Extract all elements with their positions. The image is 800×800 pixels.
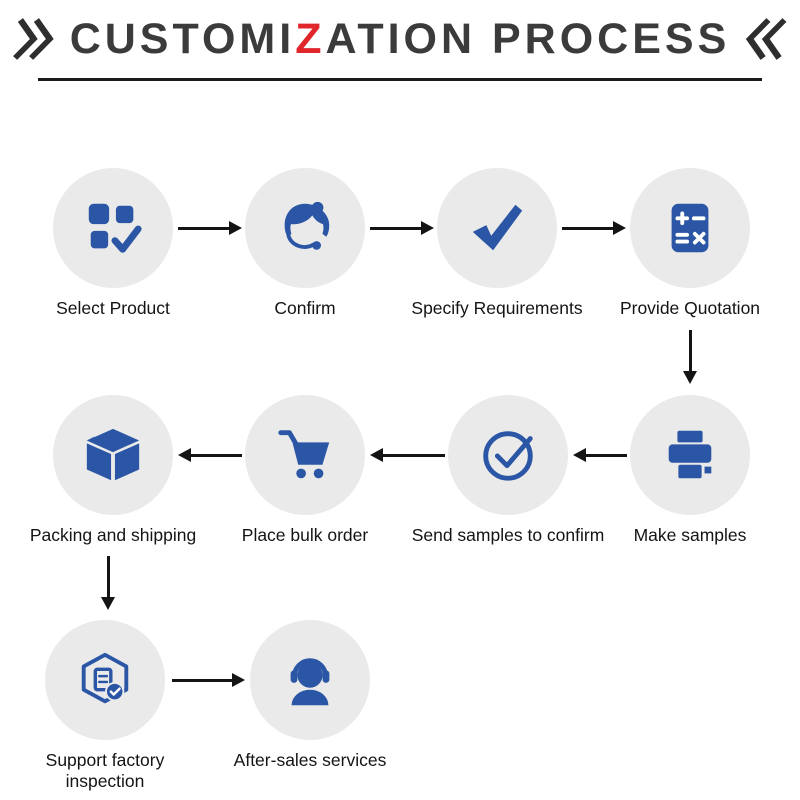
arrow-right	[370, 221, 434, 235]
product-grid-check-icon	[88, 203, 142, 253]
left-double-chevron-icon	[12, 18, 54, 60]
shopping-cart-icon	[278, 430, 330, 479]
circle-check-icon	[483, 431, 533, 481]
arrow-left	[370, 448, 445, 462]
checkmark-icon	[472, 204, 523, 251]
page-title: CUSTOMIZATION PROCESS	[70, 15, 731, 64]
arrow-right	[178, 221, 242, 235]
step-circle	[448, 395, 568, 515]
step-make-samples: Make samples	[630, 395, 750, 545]
step-label: Packing and shipping	[29, 525, 197, 545]
customer-service-icon	[284, 201, 330, 250]
package-box-icon	[86, 428, 140, 481]
factory-inspection-icon	[81, 652, 129, 704]
step-select-product: Select Product	[53, 168, 173, 318]
step-label: Place bulk order	[241, 525, 369, 545]
step-label: Support factory inspection	[45, 750, 165, 791]
step-label: Make samples	[633, 525, 747, 545]
title-pre: CUSTOMI	[69, 14, 296, 63]
step-circle	[245, 168, 365, 288]
step-circle	[630, 395, 750, 515]
after-sales-headset-icon	[290, 658, 330, 706]
step-label: Select Product	[56, 298, 170, 318]
step-label: Send samples to confirm	[411, 525, 605, 545]
calculator-icon	[671, 203, 709, 253]
step-label: After-sales services	[233, 750, 387, 770]
title-accent-letter: Z	[295, 14, 326, 63]
arrow-right	[172, 673, 245, 687]
step-circle	[53, 395, 173, 515]
arrow-down	[101, 556, 115, 610]
step-provide-quotation: Provide Quotation	[620, 168, 760, 318]
step-after-sales-services: After-sales services	[234, 620, 386, 770]
step-label: Specify Requirements	[411, 298, 583, 318]
step-circle	[630, 168, 750, 288]
title-underline	[38, 78, 762, 81]
step-label: Confirm	[274, 298, 336, 318]
step-send-samples-to-confirm: Send samples to confirm	[412, 395, 604, 545]
printer-icon	[668, 430, 712, 479]
step-label: Provide Quotation	[619, 298, 761, 318]
step-confirm: Confirm	[245, 168, 365, 318]
arrow-down	[683, 330, 697, 384]
title-post: ATION PROCESS	[325, 14, 731, 63]
title-bar: CUSTOMIZATION PROCESS	[0, 10, 800, 68]
arrow-left	[178, 448, 242, 462]
step-circle	[250, 620, 370, 740]
right-double-chevron-icon	[746, 18, 787, 60]
arrow-right	[562, 221, 626, 235]
step-support-factory-inspection: Support factory inspection	[45, 620, 165, 791]
step-specify-requirements: Specify Requirements	[411, 168, 583, 318]
step-circle	[53, 168, 173, 288]
step-packing-and-shipping: Packing and shipping	[30, 395, 196, 545]
step-circle	[45, 620, 165, 740]
step-place-bulk-order: Place bulk order	[242, 395, 368, 545]
arrow-left	[573, 448, 627, 462]
step-circle	[437, 168, 557, 288]
step-circle	[245, 395, 365, 515]
